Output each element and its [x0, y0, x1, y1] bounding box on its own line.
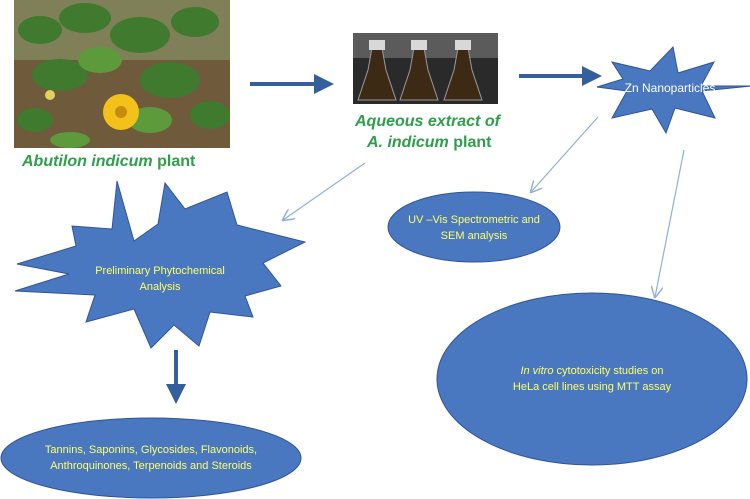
arrow-zn-to-cyto: [655, 149, 685, 297]
compounds-label-line2: Anthroquinones, Terpenoids and Steroids: [50, 460, 252, 472]
compounds-label-line1: Tannins, Saponins, Glycosides, Flavonoid…: [44, 444, 258, 456]
cyto-label-line2: HeLa cell lines using MTT assay: [512, 381, 672, 393]
phyto-label-line2: Analysis: [139, 281, 181, 293]
plant-caption: Abutilon indicum plant: [22, 153, 195, 171]
arrow-zn-to-uv: [531, 116, 599, 192]
zn-nanoparticles-star: [596, 45, 750, 135]
uv-label-line2: SEM analysis: [440, 230, 508, 242]
uv-label-line1: UV –Vis Spectrometric and: [408, 214, 540, 226]
extract-caption-line1: Aqueous extract of: [355, 113, 500, 130]
cyto-label-line1: In vitro cytotoxicity studies on: [520, 365, 664, 377]
extract-caption-line2: A. indicum plant: [367, 134, 492, 151]
plant-caption-rest: plant: [152, 153, 196, 170]
plant-photo: [14, 0, 230, 148]
phyto-label-line1: Preliminary Phytochemical: [95, 265, 225, 277]
phyto-label: Preliminary Phytochemical Analysis: [60, 263, 260, 295]
arrow-extract-to-phyto: [283, 162, 366, 220]
zn-label: Zn Nanoparticles: [624, 81, 716, 95]
flask-photo: [353, 33, 498, 104]
compounds-label: Tannins, Saponins, Glycosides, Flavonoid…: [12, 442, 290, 474]
extract-caption: Aqueous extract of A. indicum plant: [355, 113, 500, 152]
phytochemical-starburst: [14, 180, 307, 349]
plant-caption-species: Abutilon indicum: [22, 153, 153, 170]
cytotoxicity-ellipse: [436, 292, 748, 466]
uv-sem-ellipse: [387, 191, 561, 263]
uv-label: UV –Vis Spectrometric and SEM analysis: [394, 212, 554, 244]
cyto-label: In vitro cytotoxicity studies on HeLa ce…: [482, 363, 702, 395]
compounds-ellipse: [0, 417, 302, 499]
